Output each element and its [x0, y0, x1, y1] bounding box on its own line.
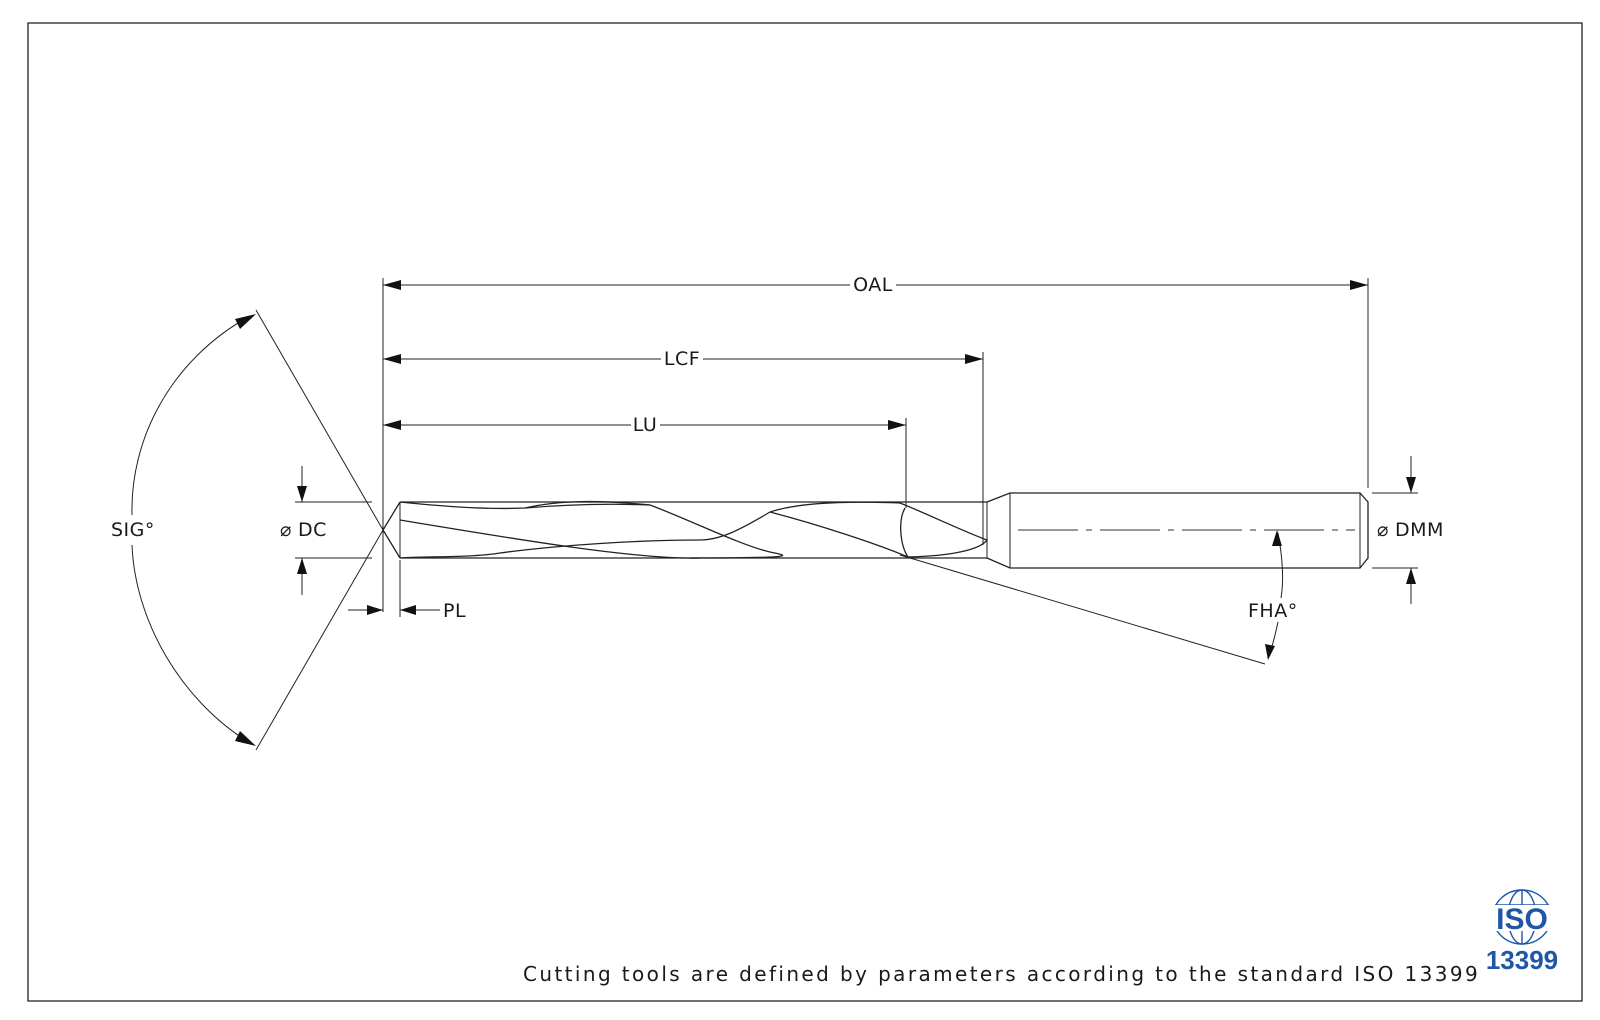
- drawing-frame: [27, 22, 1583, 1002]
- lcf-label: LCF: [664, 348, 700, 370]
- logo-iso-text: ISO: [1496, 903, 1548, 936]
- pl-dimension: PL: [348, 560, 466, 622]
- fha-angle-dimension: FHA°: [899, 530, 1298, 665]
- oal-label: OAL: [853, 274, 893, 296]
- dc-label: DC: [298, 519, 327, 541]
- dmm-label: DMM: [1395, 519, 1444, 541]
- lu-dimension: LU: [383, 414, 907, 508]
- lcf-dimension: LCF: [383, 348, 984, 545]
- logo-number-text: 13399: [1486, 945, 1558, 975]
- oal-dimension: OAL: [382, 274, 1369, 612]
- iso-13399-logo: ISO 13399: [1480, 889, 1564, 975]
- footer-note: Cutting tools are defined by parameters …: [523, 962, 1481, 986]
- fha-label: FHA°: [1248, 600, 1298, 622]
- sig-label: SIG°: [111, 519, 155, 541]
- pl-label: PL: [443, 600, 466, 622]
- dmm-diameter-symbol: ⌀: [1377, 519, 1389, 541]
- sig-angle-dimension: SIG°: [111, 309, 384, 751]
- lu-label: LU: [633, 414, 658, 436]
- dc-dimension: ⌀ DC: [280, 466, 372, 595]
- dc-diameter-symbol: ⌀: [280, 519, 292, 541]
- dmm-dimension: ⌀ DMM: [1372, 456, 1444, 604]
- drill-body: [382, 492, 1369, 569]
